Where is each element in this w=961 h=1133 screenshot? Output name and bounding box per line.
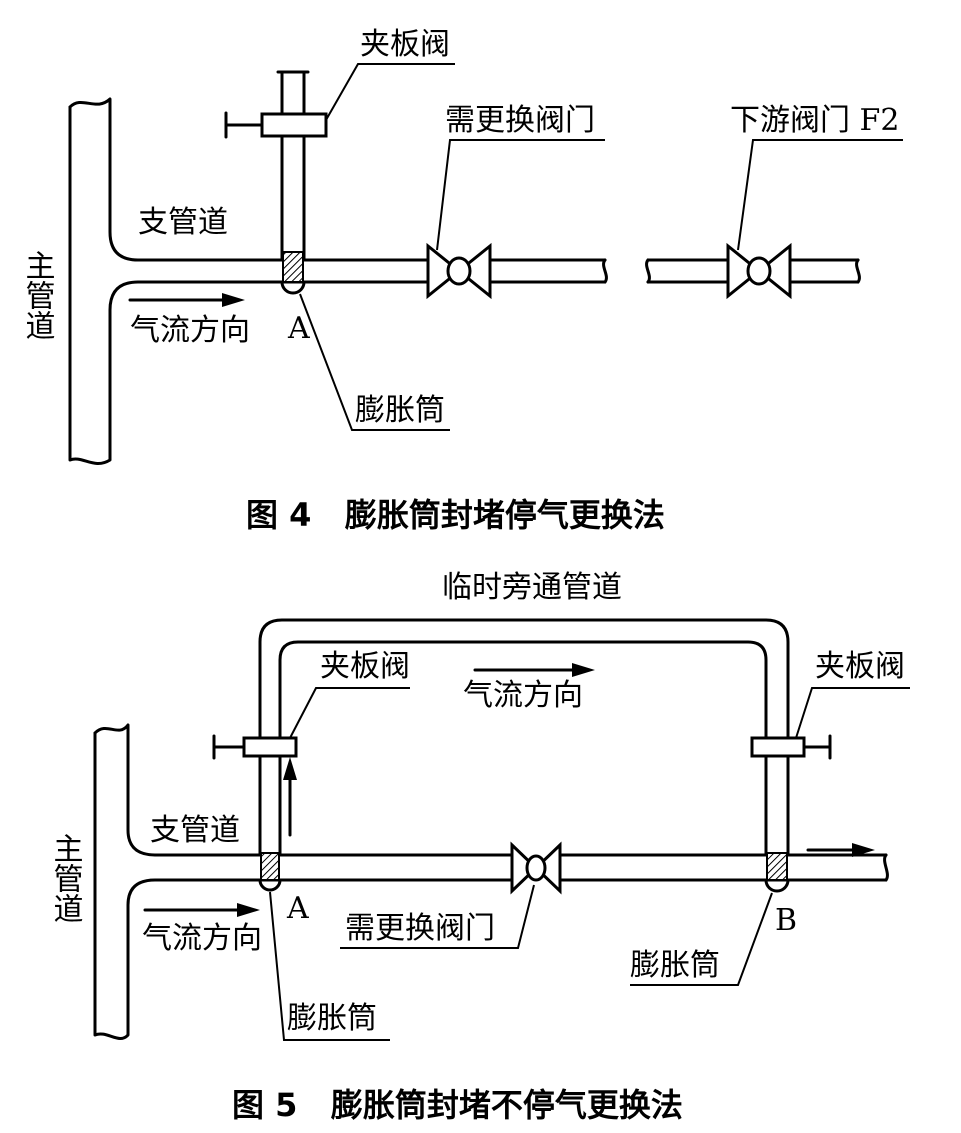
point-b-fig5: B [775, 903, 797, 938]
expansion-tube-a-fig5 [260, 852, 280, 881]
main-pipe-label-fig5: 主管道 [48, 833, 83, 923]
replace-valve-label-fig4: 需更换阀门 [445, 103, 595, 138]
clamp-valve-leader-fig4 [325, 63, 455, 121]
expansion-bulge-b-fig5 [764, 878, 790, 893]
flow-arrow-out-icon-fig5 [806, 843, 875, 857]
clamp-valve-fig4 [224, 111, 328, 139]
figure-4-caption: 图 4 膨胀筒封堵停气更换法 [246, 496, 665, 534]
flow-direction-top-label: 气流方向 [463, 678, 583, 713]
expansion-tube-left-leader [269, 891, 390, 1041]
downstream-valve-label-fig4: 下游阀门 F2 [730, 103, 899, 138]
replace-valve-fig5 [510, 841, 562, 895]
figure-4: 主管道 支管道 夹板阀 [20, 27, 903, 534]
main-pipe-fig5 [93, 723, 262, 1041]
riser-pipe-fig4 [276, 70, 310, 262]
downstream-valve-leader-fig4 [737, 139, 903, 251]
expansion-tube-a-fig4 [282, 251, 304, 283]
flow-direction-label-fig4: 气流方向 [130, 313, 250, 348]
branch-pipe-fig4 [280, 258, 861, 284]
expansion-tube-left-label: 膨胀筒 [287, 1001, 377, 1036]
clamp-valve-label-fig4: 夹板阀 [360, 27, 450, 62]
point-a-fig5: A [286, 891, 309, 926]
flow-arrow-top-icon-fig5 [473, 663, 595, 677]
clamp-valve-right-label: 夹板阀 [815, 649, 905, 684]
clamp-valve-right-fig5 [750, 734, 832, 760]
flow-arrow-bottom-icon-fig5 [143, 903, 260, 917]
figure-5: 临时旁通管道 主管道 支管道 夹板阀 [48, 570, 910, 1124]
expansion-tube-right-leader [630, 892, 773, 986]
bypass-pipe-label: 临时旁通管道 [442, 570, 622, 605]
expansion-tube-label-fig4: 膨胀筒 [355, 393, 445, 428]
expansion-bulge-a-fig5 [258, 878, 282, 892]
expansion-tube-b-fig5 [766, 852, 788, 881]
clamp-valve-left-fig5 [212, 734, 298, 760]
clamp-valve-left-leader [289, 687, 410, 739]
replace-valve-leader-fig5 [340, 884, 535, 949]
branch-pipe-fig5 [258, 853, 889, 882]
downstream-valve-fig4 [726, 242, 792, 300]
main-pipe-label-fig4: 主管道 [20, 250, 55, 340]
replace-valve-leader-fig4 [436, 139, 605, 251]
flow-direction-bottom-label: 气流方向 [142, 921, 262, 956]
expansion-tube-right-label: 膨胀筒 [630, 948, 720, 983]
flow-arrow-up-icon-fig5 [283, 757, 297, 837]
clamp-valve-right-leader [795, 687, 910, 739]
clamp-valve-left-label: 夹板阀 [320, 649, 410, 684]
replace-valve-label-fig5: 需更换阀门 [345, 911, 495, 946]
main-pipe-fig4 [68, 97, 284, 466]
replace-valve-fig4 [426, 242, 492, 300]
point-a-fig4: A [287, 311, 310, 346]
expansion-tube-leader-fig4 [299, 293, 450, 431]
branch-pipe-label-fig5: 支管道 [150, 813, 240, 848]
flow-arrow-icon-fig4 [128, 293, 245, 307]
expansion-bulge-fig4 [280, 280, 306, 295]
figure-5-caption: 图 5 膨胀筒封堵不停气更换法 [232, 1086, 683, 1124]
bypass-pipe-fig5 [258, 618, 790, 857]
branch-pipe-label-fig4: 支管道 [138, 205, 228, 240]
